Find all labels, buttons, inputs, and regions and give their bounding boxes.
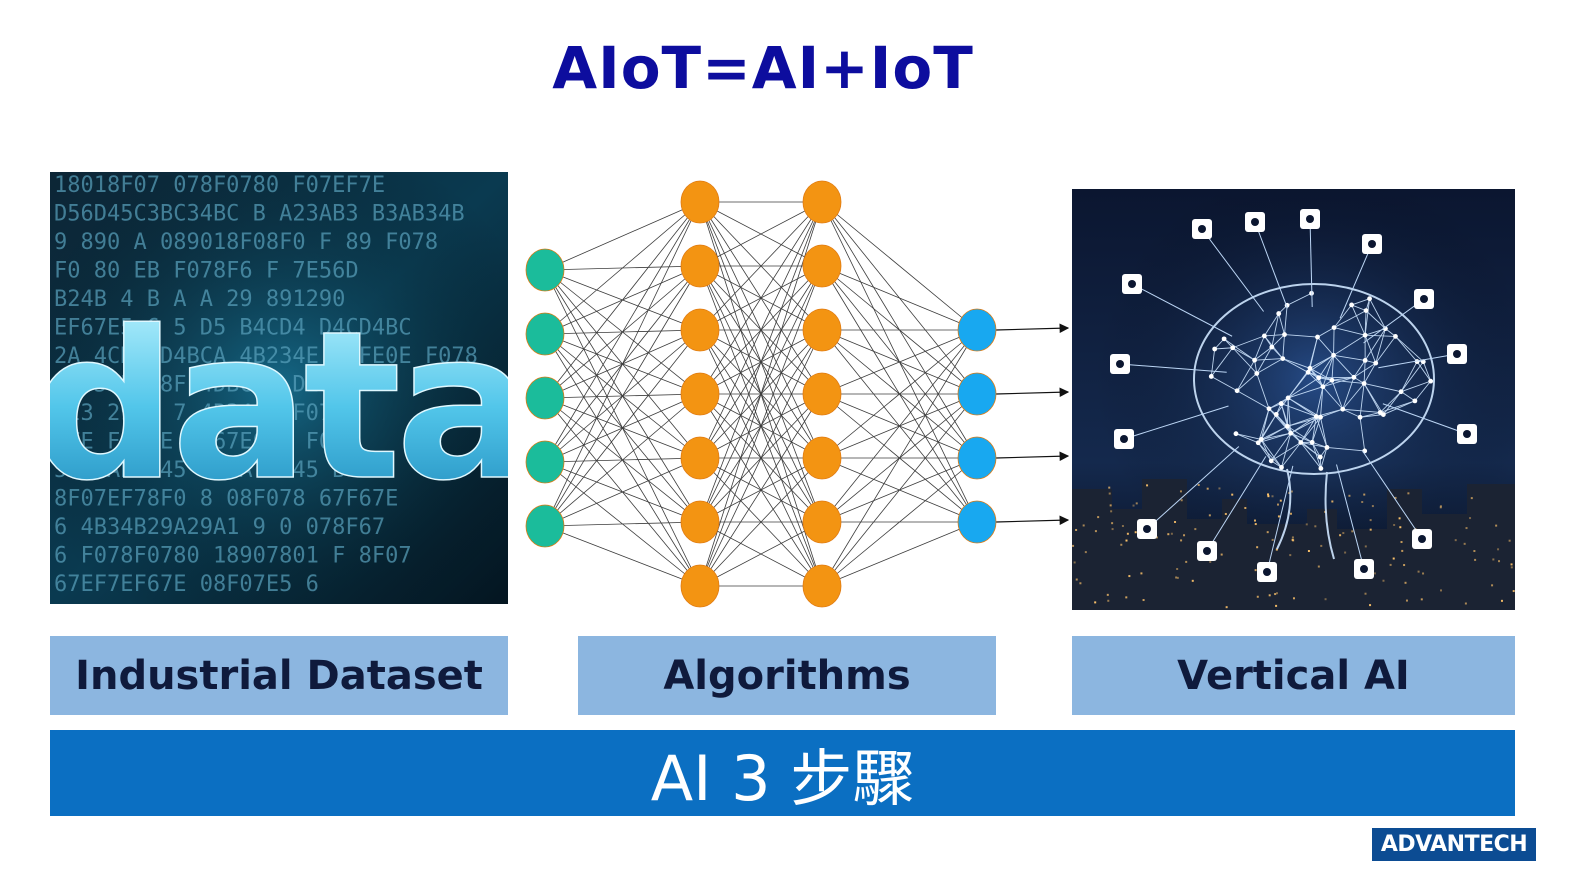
nn-connection: [699, 457, 823, 587]
hex-row: F7 57E 78F 4DBC 4 DE7: [54, 373, 332, 398]
hex-row: 9 890 A 089018F08F0 F 89 F078: [54, 230, 438, 255]
nn-node: [680, 180, 720, 224]
nn-connection: [544, 393, 701, 527]
nn-node: [802, 372, 842, 416]
nn-node: [957, 372, 997, 416]
nn-connection: [821, 457, 978, 587]
nn-node: [802, 500, 842, 544]
nn-node: [680, 244, 720, 288]
hex-row: 8F07EF78F0 8 08F078 67F67E: [54, 487, 398, 512]
nn-connection: [544, 265, 701, 527]
hex-row: 6 F078F0780 18907801 F 8F07: [54, 544, 412, 569]
neural-network-diagram: [520, 172, 1070, 612]
nn-connection: [544, 201, 701, 527]
data-illustration: 18018F07 078F0780 F07EF7E D56D45C3BC34BC …: [50, 172, 508, 604]
hex-row: B24B 4 B A A 29 891290: [54, 287, 345, 312]
nn-connection: [821, 329, 978, 587]
hex-row: EFE F07 E D 67E6 E F07: [54, 430, 345, 455]
hex-row: D56D45C3BC34BC B A23AB3 B3AB34B: [54, 202, 465, 227]
hex-row: F0 80 EB F078F6 F 7E56D: [54, 259, 359, 284]
nn-connection: [821, 329, 978, 395]
nn-node: [957, 500, 997, 544]
nn-node: [802, 564, 842, 608]
nn-node: [802, 308, 842, 352]
nn-connection: [699, 521, 823, 587]
hex-row: A23 2918 7 4B34 2 F07: [54, 401, 332, 426]
nn-node: [525, 440, 565, 484]
nn-output-arrow: [995, 451, 1070, 462]
hex-row: 18018F07 078F0780 F07EF7E: [54, 173, 385, 198]
data-word: data: [50, 288, 508, 526]
data-image: 18018F07 078F0780 F07EF7E D56D45C3BC34BC …: [50, 172, 508, 604]
nn-node: [525, 248, 565, 292]
nn-connection: [544, 201, 701, 271]
smart-city-brain-illustration: [1072, 189, 1515, 610]
nn-node: [680, 436, 720, 480]
vertical-ai-image: [1072, 189, 1515, 610]
nn-connection: [821, 329, 978, 523]
hex-row: 5C3 AB3 45 E 3A CD45 B: [54, 458, 345, 483]
nn-connection: [821, 265, 978, 331]
label-vertical-ai: Vertical AI: [1072, 636, 1515, 715]
nn-output-arrow: [995, 323, 1070, 334]
nn-node: [680, 500, 720, 544]
nn-node: [525, 376, 565, 420]
nn-connection: [544, 521, 701, 527]
nn-connection: [699, 393, 823, 587]
nn-connection: [699, 201, 823, 523]
hex-row: 67EF7EF67E 08F07E5 6: [54, 572, 319, 597]
hex-row: 6 4B34B29A29A1 9 0 078F67: [54, 515, 385, 540]
nn-node: [802, 180, 842, 224]
nn-connection: [544, 457, 701, 527]
nn-node: [525, 312, 565, 356]
nn-node: [957, 436, 997, 480]
nn-node: [680, 308, 720, 352]
nn-connection: [544, 329, 701, 527]
nn-node: [957, 308, 997, 352]
label-algorithms: Algorithms: [578, 636, 996, 715]
nn-connection: [699, 201, 823, 395]
nn-connection: [544, 201, 701, 335]
nn-connection: [544, 201, 701, 463]
label-industrial-dataset: Industrial Dataset: [50, 636, 508, 715]
steps-banner: AI 3 步驟: [50, 730, 1515, 816]
nn-connection: [821, 329, 978, 459]
nn-connection: [544, 201, 701, 399]
nn-connection: [699, 201, 823, 331]
nn-node: [680, 372, 720, 416]
nn-node: [680, 564, 720, 608]
nn-node: [802, 244, 842, 288]
nn-connection: [699, 201, 823, 587]
advantech-logo: ADVANTECH: [1372, 828, 1536, 861]
nn-connection: [699, 329, 823, 587]
nn-connection: [821, 521, 978, 587]
nn-connection: [699, 201, 823, 459]
nn-output-arrow: [995, 387, 1070, 398]
hex-row: EF67E5 6 5 D5 B4CD4 D4CD4BC: [54, 316, 412, 341]
nn-connection: [699, 201, 823, 267]
nn-connection: [699, 265, 823, 587]
slide-title: AIoT=AI+IoT: [552, 34, 974, 102]
nn-node: [525, 504, 565, 548]
nn-node: [802, 436, 842, 480]
nn-output-arrow: [995, 515, 1070, 526]
nn-connection: [544, 525, 701, 587]
nn-connection: [821, 201, 978, 331]
nn-connection: [821, 393, 978, 587]
hex-row: 2A 4CD4CD4BCA 4B234E F6FE0E F078: [54, 344, 478, 369]
